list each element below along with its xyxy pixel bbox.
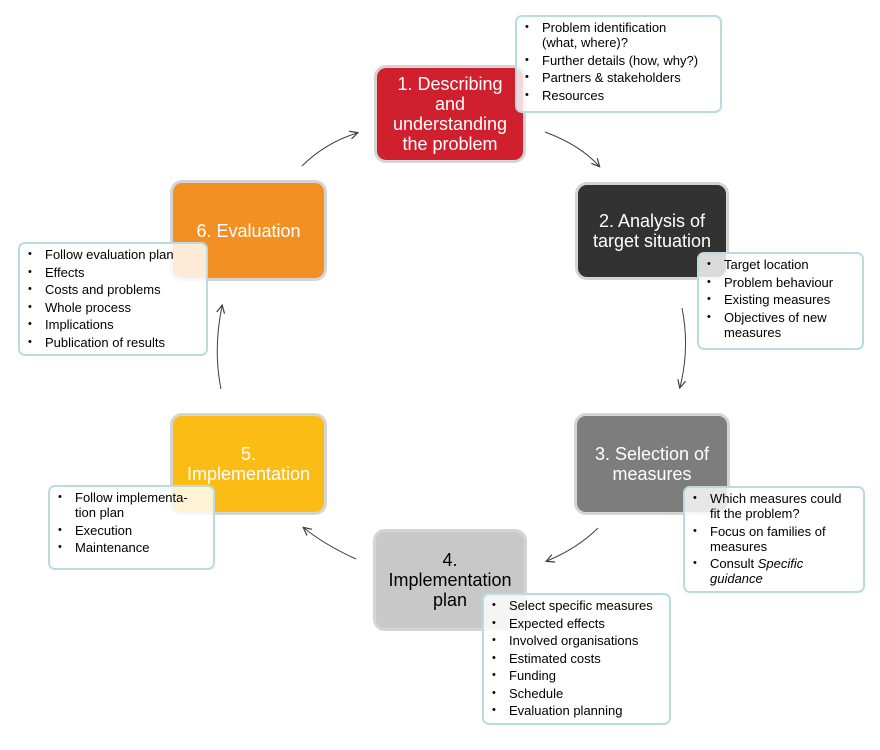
note-4-item-4: Estimated costs	[490, 651, 663, 666]
note-1-item-3: Partners & stakeholders	[523, 70, 714, 85]
arrow-4-to-5	[304, 528, 357, 560]
note-2-item-1: Target location	[705, 257, 856, 272]
arrow-2-to-3	[680, 307, 686, 387]
note-4-item-2: Expected effects	[490, 616, 663, 631]
note-5-item-2: Execution	[56, 523, 207, 538]
note-3-item-3-italic: Specific guidance	[710, 556, 804, 586]
note-6-item-5: Implications	[26, 317, 200, 332]
note-3-item-1: Which measures could fit the problem?	[691, 491, 857, 521]
step-6-notes: Follow evaluation plan Effects Costs and…	[18, 242, 208, 356]
note-3-item-3: Consult Specific guidance	[691, 556, 857, 586]
step-1-label: 1. Describing and understanding the prob…	[392, 74, 508, 154]
note-6-item-3: Costs and problems	[26, 282, 200, 297]
arrow-3-to-4	[547, 527, 599, 561]
note-5-item-3: Maintenance	[56, 540, 207, 555]
note-4-item-7: Evaluation planning	[490, 703, 663, 718]
step-1-box: 1. Describing and understanding the prob…	[374, 65, 526, 163]
step-5-label: 5. Implementation	[186, 444, 311, 484]
step-6-label: 6. Evaluation	[196, 220, 301, 241]
note-1-item-1: Problem identification (what, where)?	[523, 20, 714, 50]
note-1-item-2: Further details (how, why?)	[523, 53, 714, 68]
step-3-notes: Which measures could fit the problem? Fo…	[683, 486, 865, 593]
note-2-item-2: Problem behaviour	[705, 275, 856, 290]
note-6-item-4: Whole process	[26, 300, 200, 315]
step-4-label: 4. Implementation plan	[388, 550, 512, 610]
note-3-item-2: Focus on families of measures	[691, 524, 857, 554]
arrow-6-to-1	[301, 133, 357, 167]
step-3-label: 3. Selection of measures	[594, 444, 710, 484]
step-1-notes: Problem identification (what, where)? Fu…	[515, 15, 722, 113]
note-6-item-2: Effects	[26, 265, 200, 280]
note-4-item-1: Select specific measures	[490, 598, 663, 613]
note-5-item-1: Follow implementa- tion plan	[56, 490, 207, 520]
step-2-notes: Target location Problem behaviour Existi…	[697, 252, 864, 350]
note-2-item-3: Existing measures	[705, 292, 856, 307]
note-2-item-4: Objectives of new measures	[705, 310, 856, 340]
note-1-item-4: Resources	[523, 88, 714, 103]
note-4-item-6: Schedule	[490, 686, 663, 701]
arrow-1-to-2	[544, 131, 599, 166]
note-6-item-6: Publication of results	[26, 335, 200, 350]
step-2-label: 2. Analysis of target situation	[592, 211, 712, 251]
note-3-item-3-text: Consult	[710, 556, 755, 571]
note-6-item-1: Follow evaluation plan	[26, 247, 200, 262]
note-4-item-5: Funding	[490, 668, 663, 683]
arrow-5-to-6	[217, 306, 222, 390]
step-4-notes: Select specific measures Expected effect…	[482, 593, 671, 725]
note-4-item-3: Involved organisations	[490, 633, 663, 648]
step-5-notes: Follow implementa- tion plan Execution M…	[48, 485, 215, 570]
